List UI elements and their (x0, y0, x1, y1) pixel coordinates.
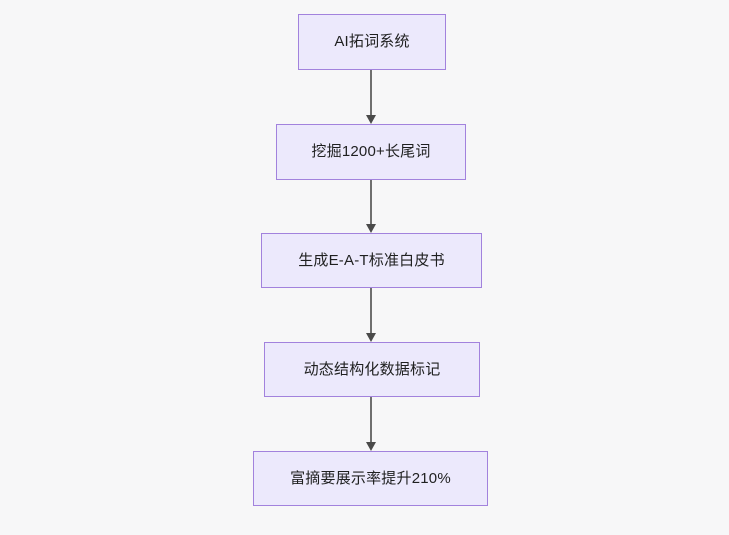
edge-n2-n3 (366, 180, 376, 233)
edge-n1-n2 (366, 70, 376, 124)
edge-n4-n5 (366, 397, 376, 451)
flow-node-dynamic-structured-data-markup[interactable]: 动态结构化数据标记 (264, 342, 480, 397)
flow-node-label: AI拓词系统 (334, 33, 410, 50)
flow-node-mine-longtail-keywords[interactable]: 挖掘1200+长尾词 (276, 124, 466, 180)
arrowhead-down-icon (366, 442, 376, 451)
flow-node-rich-snippet-rate-increase[interactable]: 富摘要展示率提升210% (253, 451, 488, 506)
edge-n3-n4 (366, 288, 376, 342)
arrowhead-down-icon (366, 224, 376, 233)
arrowhead-down-icon (366, 333, 376, 342)
arrowhead-down-icon (366, 115, 376, 124)
flow-node-label: 富摘要展示率提升210% (290, 469, 451, 487)
flow-node-label: 生成E-A-T标准白皮书 (298, 251, 445, 269)
flow-node-ai-keyword-system[interactable]: AI拓词系统 (298, 14, 446, 70)
flow-node-label: 挖掘1200+长尾词 (311, 143, 431, 160)
flow-node-generate-eat-whitepaper[interactable]: 生成E-A-T标准白皮书 (261, 233, 482, 288)
flow-node-label: 动态结构化数据标记 (303, 360, 441, 378)
